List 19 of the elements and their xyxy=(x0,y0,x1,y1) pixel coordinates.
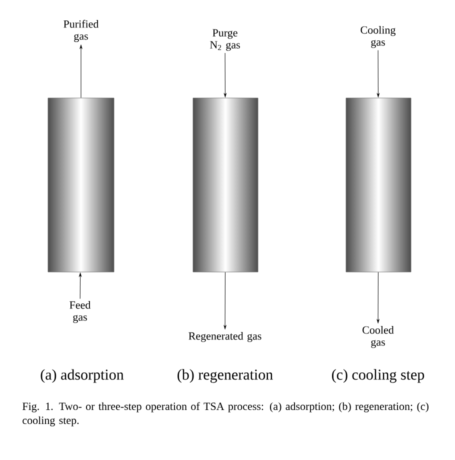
adsorption-column xyxy=(346,98,412,272)
adsorption-column xyxy=(192,98,258,272)
arrow xyxy=(224,52,226,98)
step-label: (a) adsorption xyxy=(40,369,124,383)
arrow xyxy=(376,50,380,98)
flow-label: Purge N$_{2}$ gas xyxy=(210,29,240,51)
step-label: (b) regeneration xyxy=(178,369,273,383)
flow-label: Cooled gas xyxy=(362,326,394,348)
arrow xyxy=(376,272,380,324)
flow-label: Feed gas xyxy=(70,301,91,323)
caption: Fig. 1. Two- or three-step operation of TSA process: (a) adsorption; (b) regeneration; (c) cooling step. xyxy=(22,402,428,426)
flow-label: Regenerated gas xyxy=(188,332,262,342)
arrow xyxy=(79,272,82,300)
adsorption-column xyxy=(48,98,114,272)
step-label: (c) cooling step xyxy=(332,369,424,383)
arrow xyxy=(80,44,82,98)
flow-label: Purified gas xyxy=(64,20,99,42)
flow-label: Cooling gas xyxy=(360,26,396,48)
arrow xyxy=(224,272,226,330)
